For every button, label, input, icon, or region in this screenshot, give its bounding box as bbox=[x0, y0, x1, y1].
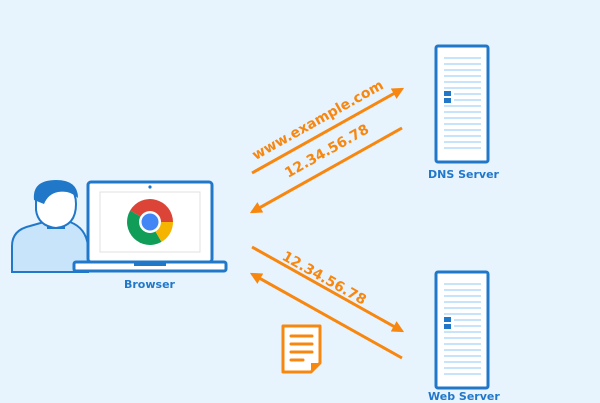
browser-label: Browser bbox=[124, 278, 175, 291]
dns-server-label: DNS Server bbox=[428, 168, 499, 181]
query-arrow bbox=[251, 87, 405, 175]
web-server-icon bbox=[434, 270, 490, 390]
request-arrow bbox=[251, 245, 405, 333]
chrome-logo-icon bbox=[127, 199, 173, 245]
dns-reply-arrow bbox=[249, 126, 403, 214]
request-arrow-label: 12.34.56.78 bbox=[279, 249, 369, 309]
user-icon bbox=[11, 180, 89, 273]
web-server-label: Web Server bbox=[428, 390, 500, 403]
dns-server-icon bbox=[434, 44, 490, 164]
document-icon bbox=[281, 324, 322, 374]
response-arrow bbox=[249, 272, 403, 360]
